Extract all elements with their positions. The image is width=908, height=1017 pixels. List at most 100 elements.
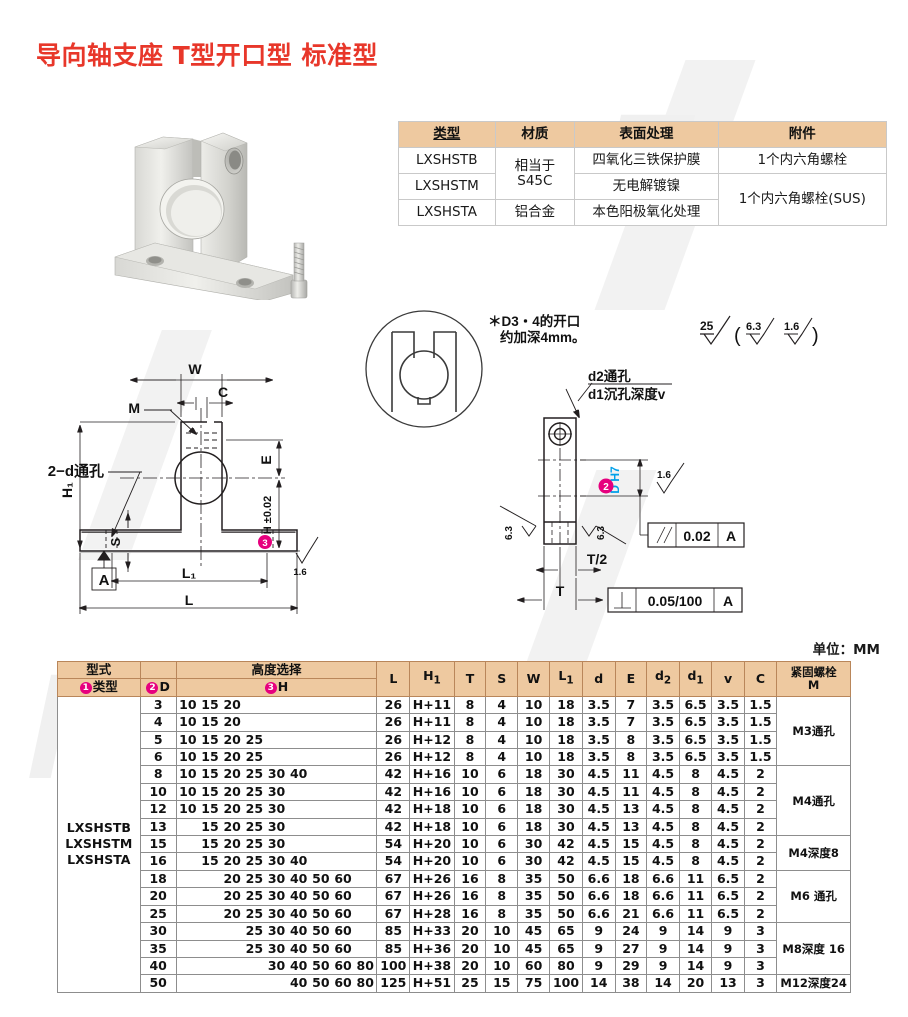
cell-L: 67: [376, 887, 411, 906]
cell-L1: 18: [548, 713, 584, 732]
svg-text:(: (: [734, 325, 741, 347]
cell-H1: H+11: [409, 713, 455, 732]
cell-S: 4: [485, 695, 519, 715]
height-option: [332, 697, 354, 713]
cell-E: 8: [614, 730, 648, 750]
cell-L: 42: [376, 817, 411, 837]
cell-v: 4.5: [711, 765, 745, 784]
height-option: 50: [312, 940, 330, 956]
dim-header-L1: L1: [548, 661, 584, 697]
height-option: 40: [289, 975, 308, 991]
cell-T: 20: [453, 956, 487, 976]
cell-C: 2: [743, 887, 778, 906]
cell-D: 13: [139, 817, 177, 837]
label-T-half: T/2: [587, 551, 607, 567]
cell-E: 15: [614, 835, 648, 854]
cell-L: 67: [376, 904, 411, 924]
cell-E: 27: [614, 939, 648, 958]
height-option: 25: [245, 766, 264, 782]
cell-bolt-spec: M6 通孔: [776, 869, 851, 924]
cell-d: 3.5: [582, 713, 616, 732]
badge-1: 1: [79, 682, 92, 695]
height-option: [199, 871, 221, 887]
cell-S: 10: [485, 956, 519, 976]
height-option: [221, 958, 243, 974]
height-option: 40: [289, 957, 308, 973]
height-option: [177, 941, 199, 957]
height-option: 40: [289, 923, 308, 939]
cell-d1: 14: [678, 956, 713, 976]
height-option: 50: [312, 905, 330, 921]
cell-v: 6.5: [711, 887, 745, 906]
cell-T: 10: [453, 782, 487, 802]
height-option: 50: [312, 975, 330, 991]
height-option: [310, 819, 332, 835]
roughness-side-left: 6.3: [504, 526, 515, 540]
cell-E: 7: [614, 695, 648, 715]
height-option: [199, 975, 221, 991]
cell-E: 38: [614, 974, 648, 993]
cell-C: 2: [743, 869, 778, 889]
height-option: [265, 749, 287, 765]
height-option: 60: [334, 975, 352, 991]
cell-E: 8: [614, 748, 648, 767]
cell-C: 3: [743, 922, 778, 941]
cell-T: 10: [453, 817, 487, 837]
height-option: 40: [289, 905, 308, 921]
cell-d2: 3.5: [646, 713, 680, 732]
height-option: 40: [289, 870, 308, 886]
cell-L: 42: [376, 800, 411, 819]
cell-D: 25: [139, 904, 177, 924]
cell-S: 10: [485, 922, 519, 941]
height-option: 20: [223, 714, 241, 730]
cell-bolt-spec: M8深度 16: [776, 922, 851, 976]
height-option: 30: [267, 888, 286, 904]
cell-L1: 50: [548, 887, 584, 906]
height-option: 30: [267, 905, 286, 921]
cell-L: 42: [376, 782, 411, 802]
height-option: 15: [201, 696, 219, 712]
svg-text:2: 2: [603, 482, 609, 493]
height-option: 25: [245, 923, 264, 939]
height-option: [265, 975, 287, 991]
height-option: [243, 714, 265, 730]
cell-d2: 3.5: [646, 748, 680, 767]
height-option: [199, 888, 221, 904]
spec-surface-b: 四氧化三铁保护膜: [574, 147, 719, 174]
height-option: [243, 958, 265, 974]
spec-material-alu: 铝合金: [494, 199, 576, 226]
height-option: [354, 853, 376, 869]
spec-header-surface: 表面处理: [574, 121, 719, 148]
dim-header-d: d: [582, 661, 616, 697]
cell-S: 10: [485, 939, 519, 958]
cell-T: 20: [453, 922, 487, 941]
cell-v: 9: [711, 922, 745, 941]
badge-2: 2: [146, 682, 159, 695]
height-option: [199, 923, 221, 939]
height-option: 20: [223, 731, 241, 747]
spec-accessory-b: 1个内六角螺栓: [717, 147, 888, 174]
cell-d: 14: [582, 974, 616, 993]
height-option: 30: [267, 923, 286, 939]
height-option: [332, 819, 354, 835]
cell-W: 18: [517, 817, 550, 837]
roughness-side-top: 1.6: [657, 470, 671, 481]
cell-H1: H+38: [409, 956, 455, 976]
cell-E: 13: [614, 800, 648, 819]
cell-v: 4.5: [711, 835, 745, 854]
cell-C: 1.5: [743, 695, 778, 715]
spec-surface-m: 无电解镀镍: [574, 173, 719, 200]
cell-d2: 4.5: [646, 800, 680, 819]
height-option: 30: [267, 957, 286, 973]
height-option: 30: [267, 853, 286, 869]
cell-H1: H+26: [409, 869, 455, 889]
dim-header-E: E: [614, 661, 648, 697]
height-option: 30: [267, 801, 286, 817]
